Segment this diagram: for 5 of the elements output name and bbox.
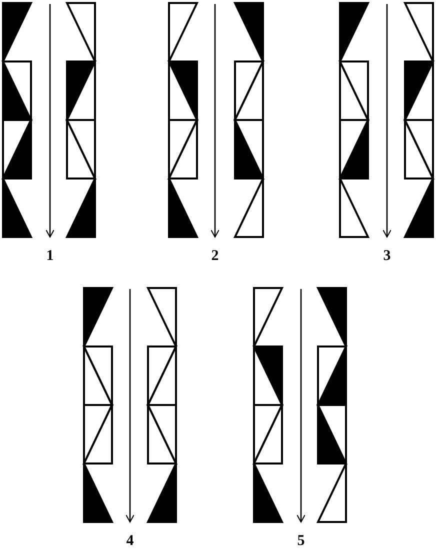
figure-number: 4 [126, 533, 134, 549]
figure-number: 1 [46, 248, 54, 264]
figure-number: 5 [297, 533, 305, 549]
figure-number: 2 [211, 248, 219, 264]
figure-number: 3 [383, 248, 391, 264]
